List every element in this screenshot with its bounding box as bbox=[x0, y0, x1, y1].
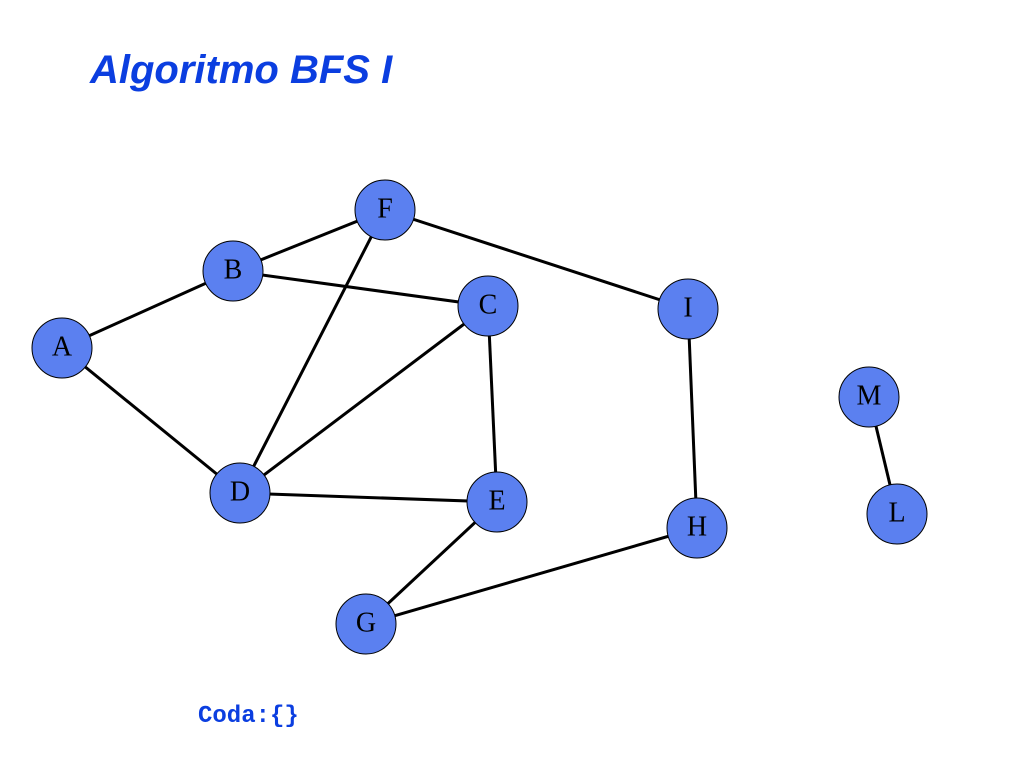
node-label: D bbox=[230, 476, 250, 507]
node-circle bbox=[354, 179, 416, 241]
edge-c-d bbox=[239, 304, 489, 495]
edge-f-d bbox=[238, 209, 387, 494]
edge-i-h bbox=[686, 308, 699, 529]
node-i: I bbox=[657, 278, 719, 340]
node-d: D bbox=[209, 462, 271, 524]
node-label: I bbox=[683, 292, 692, 323]
node-label: M bbox=[857, 380, 882, 411]
graph-edges bbox=[61, 208, 899, 626]
edge-f-i bbox=[384, 208, 689, 311]
edge-a-d bbox=[61, 346, 241, 495]
node-circle bbox=[866, 483, 928, 545]
edge-d-e bbox=[239, 491, 498, 504]
node-label: G bbox=[356, 607, 376, 638]
edge-g-h bbox=[365, 526, 698, 626]
node-e: E bbox=[466, 471, 528, 533]
queue-display: Coda:{} bbox=[198, 703, 299, 730]
queue-value: {} bbox=[270, 703, 299, 730]
node-h: H bbox=[666, 497, 728, 559]
node-circle bbox=[31, 317, 93, 379]
node-label: A bbox=[52, 331, 73, 362]
edge-c-e bbox=[486, 305, 499, 503]
node-circle bbox=[666, 497, 728, 559]
node-label: L bbox=[888, 497, 905, 528]
node-c: C bbox=[457, 275, 519, 337]
edge-a-b bbox=[61, 269, 234, 350]
queue-label: Coda: bbox=[198, 703, 271, 730]
node-circle bbox=[838, 366, 900, 428]
node-circle bbox=[209, 462, 271, 524]
edge-b-c bbox=[232, 269, 489, 308]
node-label: B bbox=[224, 254, 243, 285]
node-b: B bbox=[202, 240, 264, 302]
node-label: F bbox=[377, 193, 393, 224]
node-label: C bbox=[479, 289, 498, 320]
node-circle bbox=[335, 593, 397, 655]
node-circle bbox=[657, 278, 719, 340]
node-f: F bbox=[354, 179, 416, 241]
graph-nodes: A B C D E F G H I L M bbox=[31, 179, 928, 655]
node-circle bbox=[457, 275, 519, 337]
node-label: E bbox=[488, 485, 505, 516]
node-circle bbox=[202, 240, 264, 302]
node-l: L bbox=[866, 483, 928, 545]
node-g: G bbox=[335, 593, 397, 655]
slide-title: Algoritmo BFS I bbox=[90, 48, 393, 92]
node-label: H bbox=[687, 511, 707, 542]
node-circle bbox=[466, 471, 528, 533]
node-a: A bbox=[31, 317, 93, 379]
node-m: M bbox=[838, 366, 900, 428]
